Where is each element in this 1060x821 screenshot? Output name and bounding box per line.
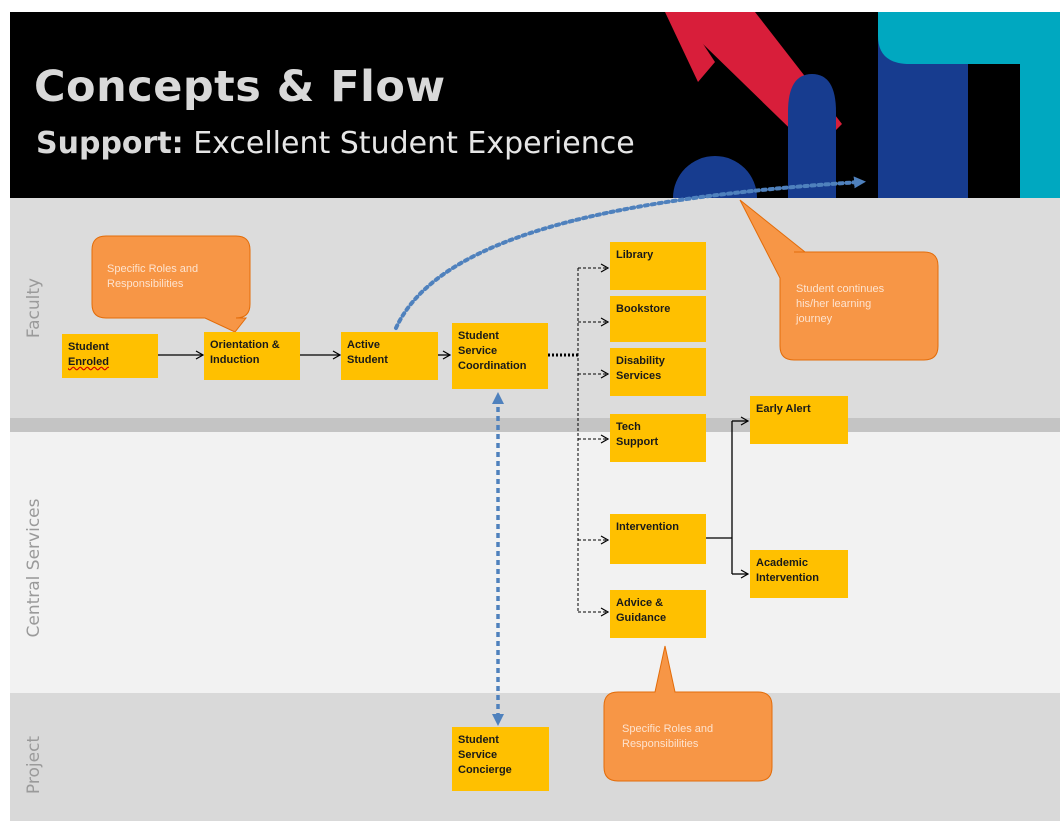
callout-roles-bottom-text: Specific Roles and Responsibilities bbox=[622, 722, 713, 752]
header-blue-circle bbox=[673, 156, 757, 198]
callout-roles-top bbox=[91, 235, 251, 333]
callout-continues-line-2: his/her learning bbox=[796, 298, 872, 310]
header-banner: Concepts & Flow Support: Excellent Stude… bbox=[10, 12, 1060, 198]
node-orientation-induction: Orientation & Induction bbox=[204, 332, 300, 380]
node-orientation-line-1: Orientation & bbox=[210, 339, 280, 351]
page-title: Concepts & Flow bbox=[34, 62, 446, 112]
node-orientation-line-2: Induction bbox=[210, 354, 260, 366]
node-academic-line-1: Academic bbox=[756, 557, 808, 569]
callout-roles-bottom bbox=[603, 645, 773, 782]
subtitle-bold: Support: bbox=[36, 126, 184, 161]
node-advice-line-2: Guidance bbox=[616, 612, 667, 624]
node-active-student-line-2: Student bbox=[347, 354, 388, 366]
header-blue-bar bbox=[788, 74, 836, 198]
node-intervention: Intervention bbox=[610, 514, 706, 564]
node-tech-support-line-2: Support bbox=[616, 436, 659, 448]
node-disability-line-2: Services bbox=[616, 370, 662, 382]
node-disability-line-1: Disability bbox=[616, 355, 665, 367]
node-student-enroled-line-1: Student bbox=[68, 341, 109, 353]
node-student-enroled-line-2: Enroled bbox=[68, 356, 109, 368]
node-early-alert-line-1: Early Alert bbox=[756, 403, 811, 415]
callout-continues bbox=[739, 199, 939, 361]
node-tech-support: Tech Support bbox=[610, 414, 706, 462]
callout-continues-text: Student continues his/her learning journ… bbox=[796, 282, 884, 327]
node-academic-line-2: Intervention bbox=[756, 572, 819, 584]
callout-roles-bottom-line-1: Specific Roles and bbox=[622, 723, 714, 735]
callout-roles-top-text: Specific Roles and Responsibilities bbox=[107, 262, 198, 292]
node-coordination-line-2: Service bbox=[458, 345, 498, 357]
node-student-service-coordination: Student Service Coordination bbox=[452, 323, 548, 389]
slide: Faculty Central Services Project Concept… bbox=[10, 12, 1060, 821]
header-teal-shape bbox=[878, 12, 1060, 198]
page-subtitle: Support: Excellent Student Experience bbox=[36, 126, 635, 161]
node-tech-support-line-1: Tech bbox=[616, 421, 641, 433]
node-bookstore: Bookstore bbox=[610, 296, 706, 342]
node-concierge-line-2: Service bbox=[458, 749, 498, 761]
node-bookstore-line-1: Bookstore bbox=[616, 303, 671, 315]
node-active-student-line-1: Active bbox=[347, 339, 381, 351]
callout-roles-top-line-1: Specific Roles and bbox=[107, 263, 199, 275]
node-concierge-line-1: Student bbox=[458, 734, 499, 746]
callout-continues-line-3: journey bbox=[796, 313, 833, 325]
node-intervention-line-1: Intervention bbox=[616, 521, 679, 533]
node-disability-services: Disability Services bbox=[610, 348, 706, 396]
node-concierge-line-3: Concierge bbox=[458, 764, 512, 776]
central-services-lane bbox=[10, 432, 1060, 693]
node-advice-line-1: Advice & bbox=[616, 597, 664, 609]
connectors bbox=[91, 176, 939, 782]
node-student-enroled: Student Enroled bbox=[62, 334, 158, 378]
node-advice-guidance: Advice & Guidance bbox=[610, 590, 706, 638]
node-student-service-concierge: Student Service Concierge bbox=[452, 727, 549, 791]
node-active-student: Active Student bbox=[341, 332, 438, 380]
node-early-alert: Early Alert bbox=[750, 396, 848, 444]
header-graphic bbox=[665, 12, 1060, 198]
node-library-line-1: Library bbox=[616, 249, 654, 261]
callout-roles-top-line-2: Responsibilities bbox=[107, 278, 184, 290]
node-library: Library bbox=[610, 242, 706, 290]
header-red-arrow-head bbox=[665, 12, 715, 82]
node-coordination-line-1: Student bbox=[458, 330, 499, 342]
node-academic-intervention: Academic Intervention bbox=[750, 550, 848, 598]
callout-continues-line-1: Student continues bbox=[796, 283, 885, 295]
node-coordination-line-3: Coordination bbox=[458, 360, 527, 372]
subtitle-rest: Excellent Student Experience bbox=[183, 126, 635, 161]
journey-dotted-link bbox=[394, 176, 866, 330]
callout-roles-bottom-line-2: Responsibilities bbox=[622, 738, 699, 750]
